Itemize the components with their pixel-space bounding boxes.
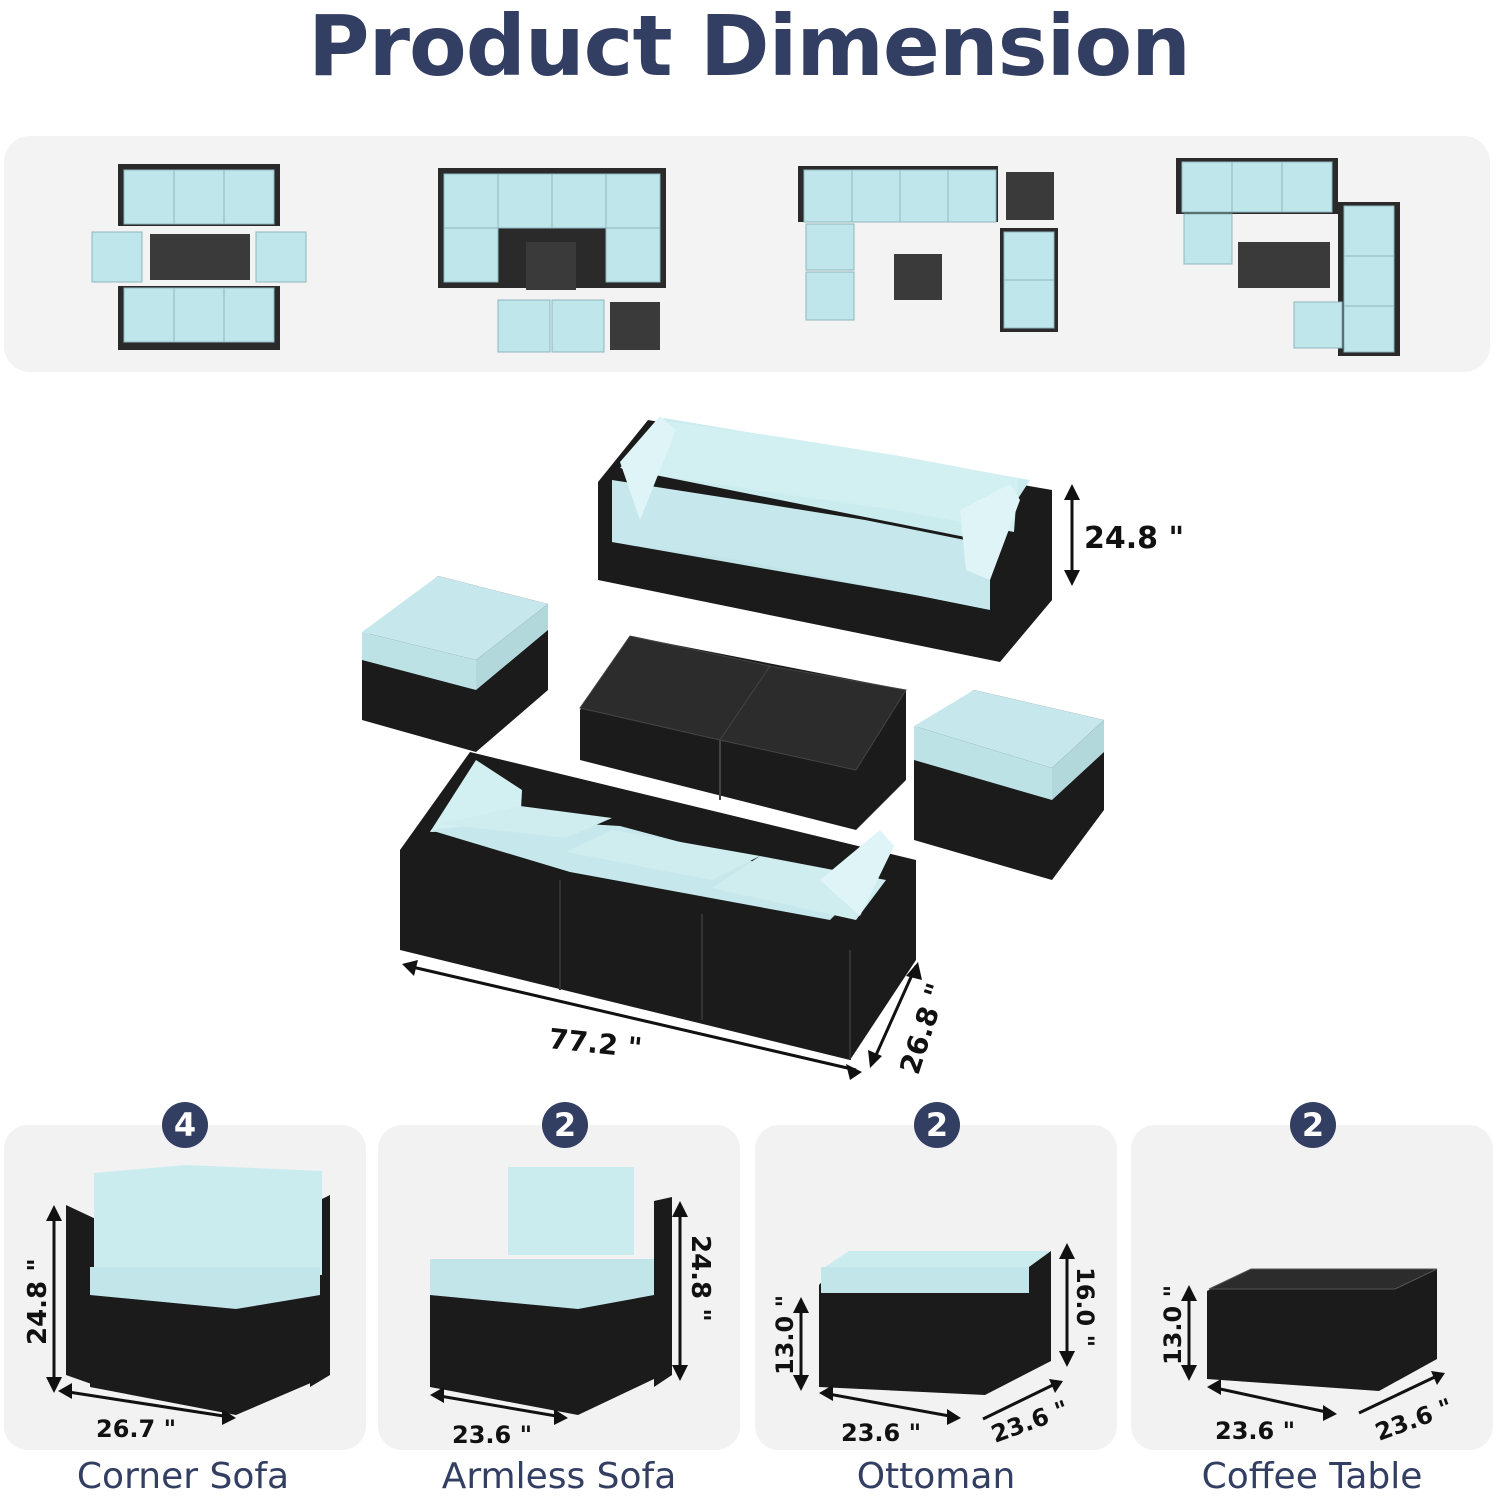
armless-sofa-count-badge: 2 bbox=[542, 1102, 588, 1148]
ottoman-count-badge: 2 bbox=[914, 1102, 960, 1148]
layout-option-4 bbox=[1176, 158, 1400, 356]
corner-sofa-width-label: 26.7 " bbox=[96, 1415, 176, 1443]
main-set-illustration: 24.8 " 77.2 " bbox=[362, 416, 1184, 1080]
back-sofa-height-label: 24.8 " bbox=[1084, 521, 1184, 556]
corner-sofa-count-badge: 4 bbox=[162, 1102, 208, 1148]
card-ottoman: 13.0 " 16.0 " 23.6 " 23.6 " bbox=[755, 1125, 1117, 1450]
card-coffee-table: 13.0 " 23.6 " 23.6 " bbox=[1131, 1125, 1493, 1450]
back-sofa-height-marker: 24.8 " bbox=[1064, 484, 1184, 586]
coffee-table-height-label: 13.0 " bbox=[1159, 1285, 1187, 1365]
page-title: Product Dimension bbox=[308, 0, 1191, 95]
coffee-table-count-badge: 2 bbox=[1290, 1102, 1336, 1148]
back-sofa bbox=[598, 416, 1052, 662]
corner-sofa-illustration: 24.8 " 26.7 " bbox=[23, 1165, 330, 1443]
layout-option-1 bbox=[91, 164, 307, 350]
armless-sofa-width-label: 23.6 " bbox=[452, 1421, 532, 1449]
corner-sofa-label: Corner Sofa bbox=[76, 1456, 290, 1497]
ottoman-depth-label: 23.6 " bbox=[987, 1395, 1072, 1449]
card-corner-sofa: 24.8 " 26.7 " bbox=[4, 1125, 366, 1450]
ottoman-illustration: 13.0 " 16.0 " 23.6 " 23.6 " bbox=[771, 1243, 1099, 1449]
ottoman-left bbox=[362, 576, 548, 752]
coffee-table-width-label: 23.6 " bbox=[1215, 1417, 1295, 1445]
coffee-table-illustration: 13.0 " 23.6 " 23.6 " bbox=[1159, 1268, 1456, 1447]
coffee-tables bbox=[579, 635, 907, 830]
armless-sofa-height-label: 24.8 " bbox=[685, 1235, 715, 1322]
card-armless-sofa: 24.8 " 23.6 " bbox=[378, 1125, 740, 1450]
layout-configurations-panel bbox=[4, 136, 1490, 372]
ottoman-right bbox=[914, 690, 1104, 880]
ottoman-seat-height-label: 13.0 " bbox=[771, 1295, 799, 1375]
front-sofa-width-label: 77.2 " bbox=[547, 1022, 643, 1065]
layout-option-2 bbox=[438, 168, 666, 353]
corner-sofa-height-label: 24.8 " bbox=[23, 1258, 53, 1345]
armless-sofa-label: Armless Sofa bbox=[441, 1456, 677, 1497]
ottoman-height-label: 16.0 " bbox=[1071, 1267, 1099, 1347]
coffee-table-label: Coffee Table bbox=[1201, 1456, 1423, 1497]
armless-sofa-illustration: 24.8 " 23.6 " bbox=[430, 1167, 715, 1449]
layout-diagrams bbox=[91, 158, 1400, 356]
ottoman-label: Ottoman bbox=[856, 1456, 1016, 1497]
layout-option-3 bbox=[798, 166, 1058, 332]
ottoman-width-label: 23.6 " bbox=[841, 1419, 921, 1447]
front-sofa bbox=[400, 752, 916, 1060]
